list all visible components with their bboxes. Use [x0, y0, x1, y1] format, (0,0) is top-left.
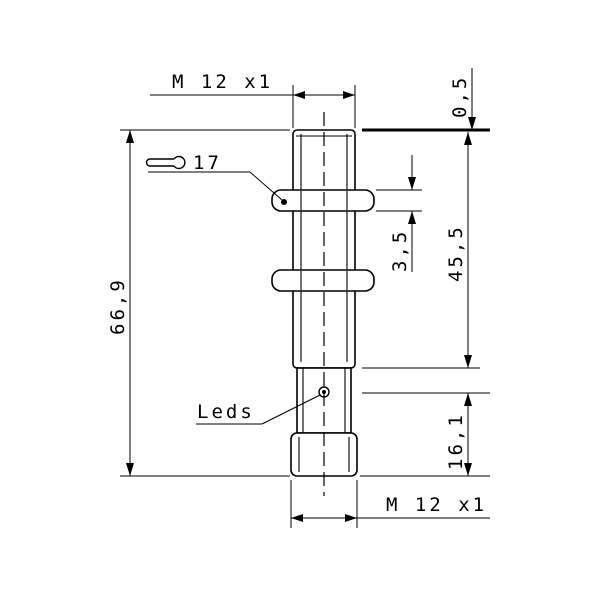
lower-nut — [271, 269, 375, 292]
dimension-thread-top: M 12 x1 — [150, 71, 355, 99]
thread-top-label: M 12 x1 — [172, 71, 273, 93]
leds-callout: Leds — [196, 394, 321, 425]
dimension-gap: 0,5 — [449, 68, 476, 130]
total-length-label: 66,9 — [107, 277, 129, 335]
leds-label: Leds — [197, 401, 255, 423]
dimension-connector: 16,1 — [445, 393, 472, 476]
gap-label: 0,5 — [449, 75, 471, 118]
dimension-nut: 3,5 — [389, 155, 416, 272]
nut-label: 3,5 — [389, 229, 411, 272]
extension-lines — [120, 85, 490, 528]
dimension-thread-bottom: M 12 x1 — [291, 494, 490, 522]
thread-bottom-label: M 12 x1 — [386, 494, 487, 516]
upper-nut — [271, 189, 375, 212]
wrench-icon — [145, 155, 186, 170]
connector-label: 16,1 — [445, 412, 467, 470]
dimension-body-length: 45,5 — [445, 132, 472, 368]
body-length-label: 45,5 — [445, 224, 467, 282]
dimension-total-length: 66,9 — [107, 130, 134, 476]
wrench-callout: 17 — [145, 152, 283, 201]
wrench-size-label: 17 — [193, 152, 222, 174]
